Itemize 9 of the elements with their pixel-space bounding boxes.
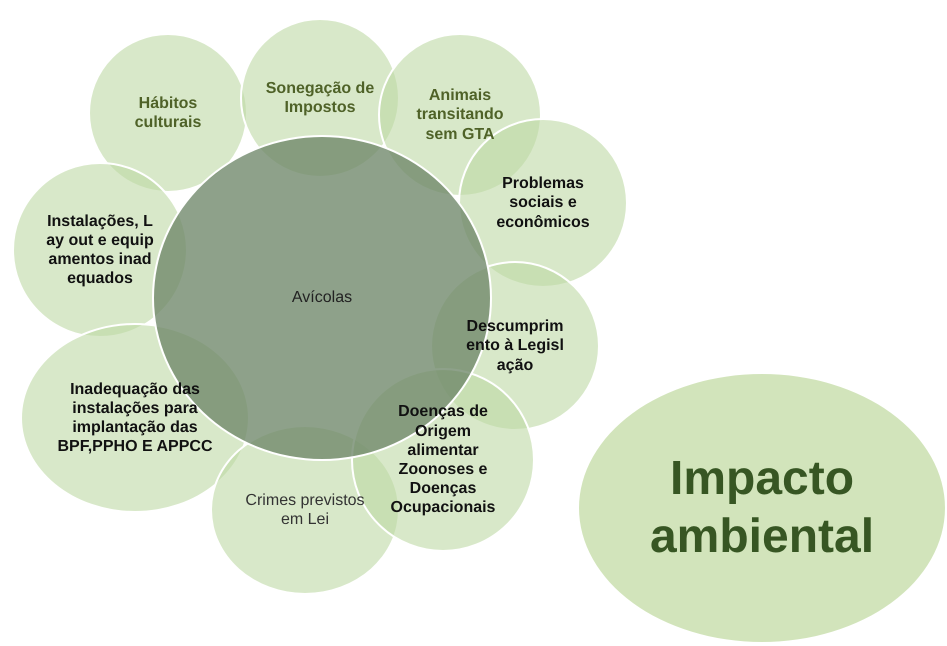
circle-label: Avícolas <box>290 288 354 308</box>
circle-label: Instalações, Lay out e equipamentos inadequados <box>45 212 155 288</box>
circle-label: Crimes previstos em Lei <box>245 490 365 530</box>
circle-label: Descumprimento à Legislação <box>465 317 565 375</box>
title-text: Impacto ambiental <box>648 451 876 565</box>
circle-label: Problemas sociais e econômicos <box>495 174 591 232</box>
circle-label: Hábitos culturais <box>134 94 202 132</box>
circle-label: Sonegação de Impostos <box>264 78 376 118</box>
circle-label: Animais transitando sem GTA <box>415 86 505 144</box>
